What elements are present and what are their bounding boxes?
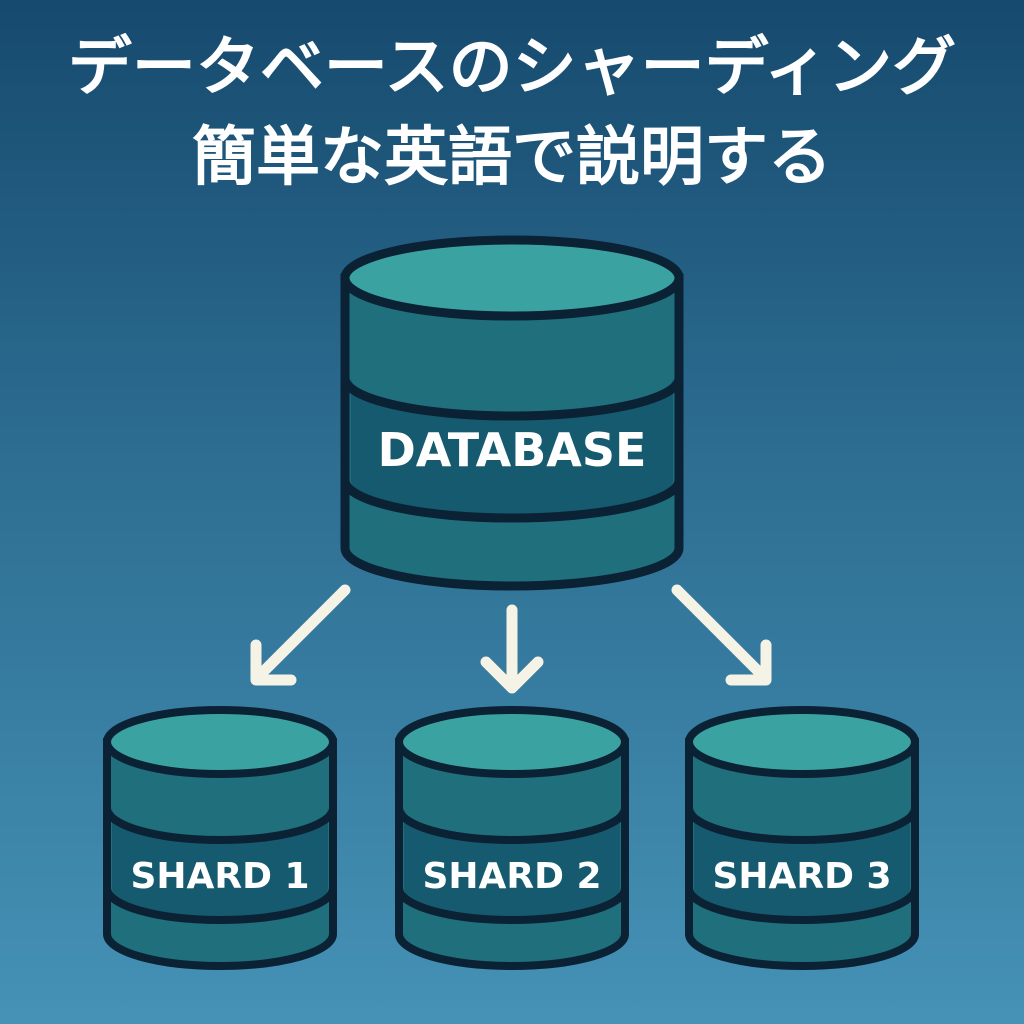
title-line-2: 簡単な英語で説明する: [192, 121, 832, 195]
shard-2-label: SHARD 2: [422, 856, 601, 897]
title-line-1: データベースのシャーディング: [67, 31, 957, 105]
database-label: DATABASE: [378, 423, 647, 477]
shard-2-cylinder: SHARD 2: [395, 706, 629, 970]
shard-3-label: SHARD 3: [712, 856, 891, 897]
shard-1-cylinder: SHARD 1: [103, 706, 337, 970]
database-cylinder: DATABASE: [340, 235, 684, 591]
arrow-to-shard-2: [480, 604, 544, 694]
shard-3-cylinder: SHARD 3: [685, 706, 919, 970]
shard-1-label: SHARD 1: [130, 856, 309, 897]
arrow-to-shard-3: [671, 584, 772, 686]
arrow-to-shard-1: [250, 584, 351, 686]
